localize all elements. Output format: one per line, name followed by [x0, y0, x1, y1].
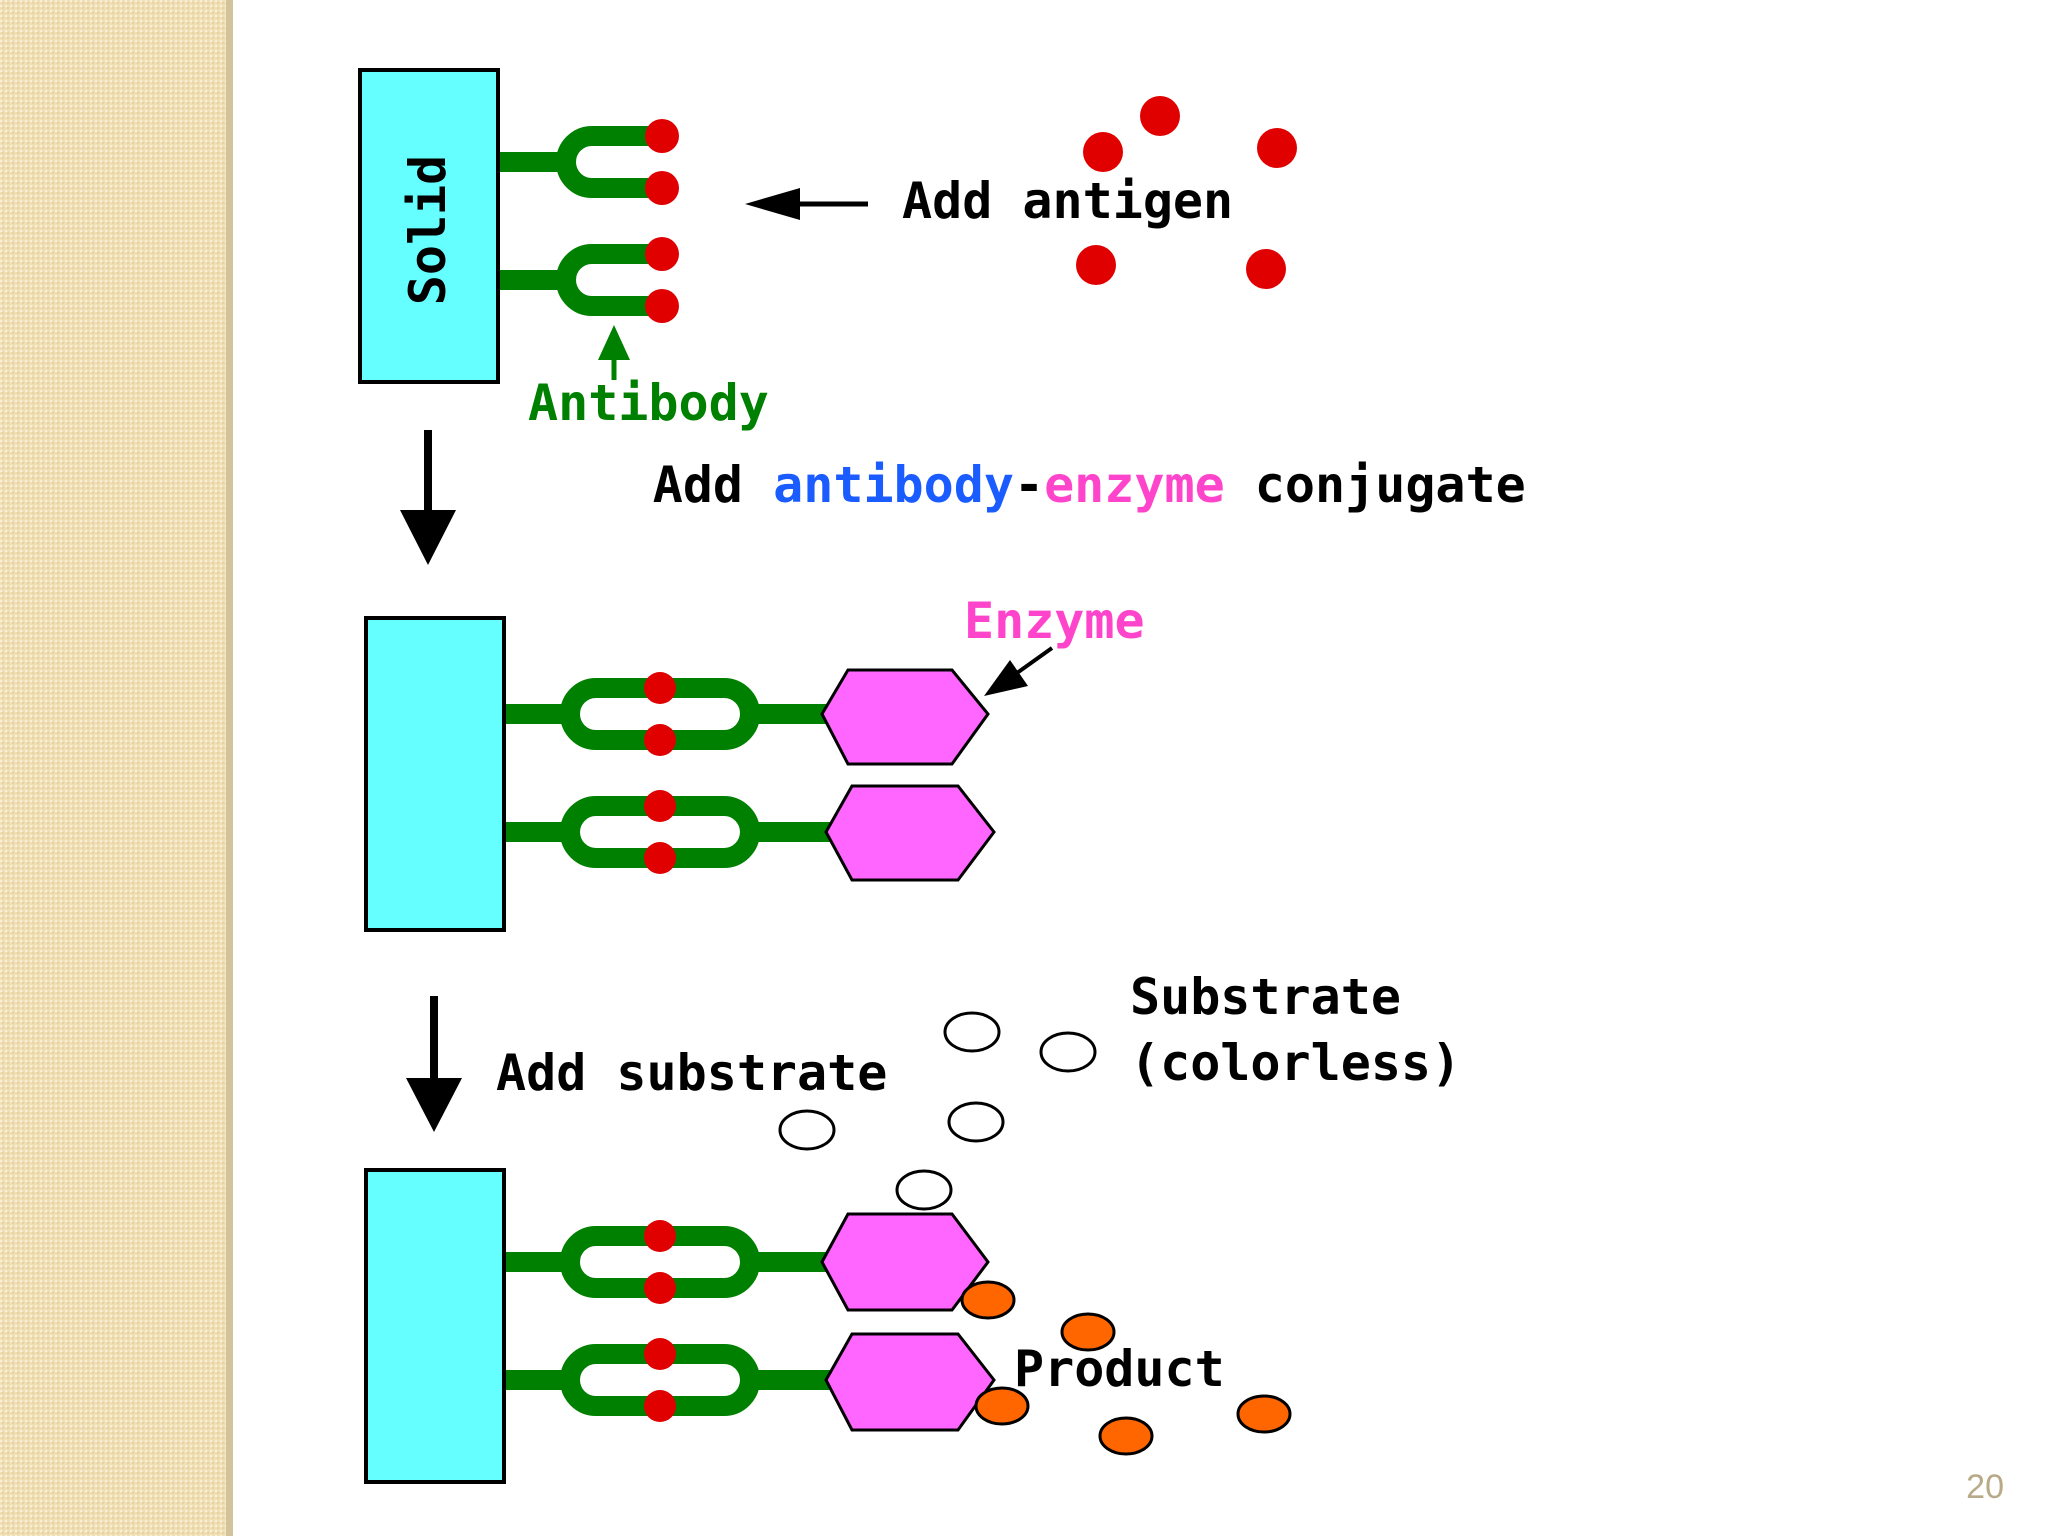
add-antigen-label: Add antigen	[902, 172, 1233, 230]
solid-phase-1	[358, 68, 500, 384]
substrate-molecule	[943, 1011, 1001, 1053]
colorless-label: (colorless)	[1130, 1034, 1461, 1092]
bound-antigen	[645, 237, 679, 271]
enzyme-label: Enzyme	[964, 592, 1145, 650]
product-molecule	[1236, 1394, 1292, 1434]
arrow-pointer-icon	[984, 646, 1054, 696]
substrate-molecule	[1039, 1031, 1097, 1073]
free-antigen	[1083, 132, 1123, 172]
free-antigen	[1076, 245, 1116, 285]
free-antigen	[1257, 128, 1297, 168]
free-antigen	[1140, 96, 1180, 136]
product-label: Product	[1014, 1340, 1225, 1398]
arrow-up-icon	[598, 325, 630, 380]
antibody-label: Antibody	[528, 374, 769, 432]
arrow-down-icon	[406, 996, 462, 1132]
free-antigen	[1246, 249, 1286, 289]
add-substrate-label: Add substrate	[496, 1044, 887, 1102]
substrate-molecule	[778, 1109, 836, 1151]
solid-phase-3	[364, 1168, 506, 1484]
capture-antibody-1a	[500, 126, 650, 198]
solid-label: Solid	[399, 155, 457, 306]
sandwich-complex-2a	[506, 668, 990, 766]
page-number: 20	[1966, 1468, 2004, 1506]
arrow-left-icon	[745, 188, 868, 220]
bound-antigen	[645, 119, 679, 153]
solid-phase-2	[364, 616, 506, 932]
sandwich-complex-3a	[506, 1212, 990, 1312]
sandwich-complex-3b	[506, 1332, 996, 1432]
product-molecule	[974, 1386, 1030, 1426]
capture-antibody-1b	[500, 244, 650, 316]
product-molecule	[960, 1280, 1016, 1320]
arrow-down-icon	[400, 430, 456, 565]
sandwich-complex-2b	[506, 784, 996, 882]
product-molecule	[1098, 1416, 1154, 1456]
product-molecule	[1060, 1312, 1116, 1352]
add-conjugate-label: Add antibody-enzyme conjugate	[442, 456, 1676, 514]
bound-antigen	[645, 171, 679, 205]
bound-antigen	[645, 289, 679, 323]
decorative-side-panel	[0, 0, 233, 1536]
substrate-molecule	[895, 1169, 953, 1211]
substrate-molecule	[947, 1101, 1005, 1143]
substrate-label: Substrate	[1130, 968, 1401, 1026]
